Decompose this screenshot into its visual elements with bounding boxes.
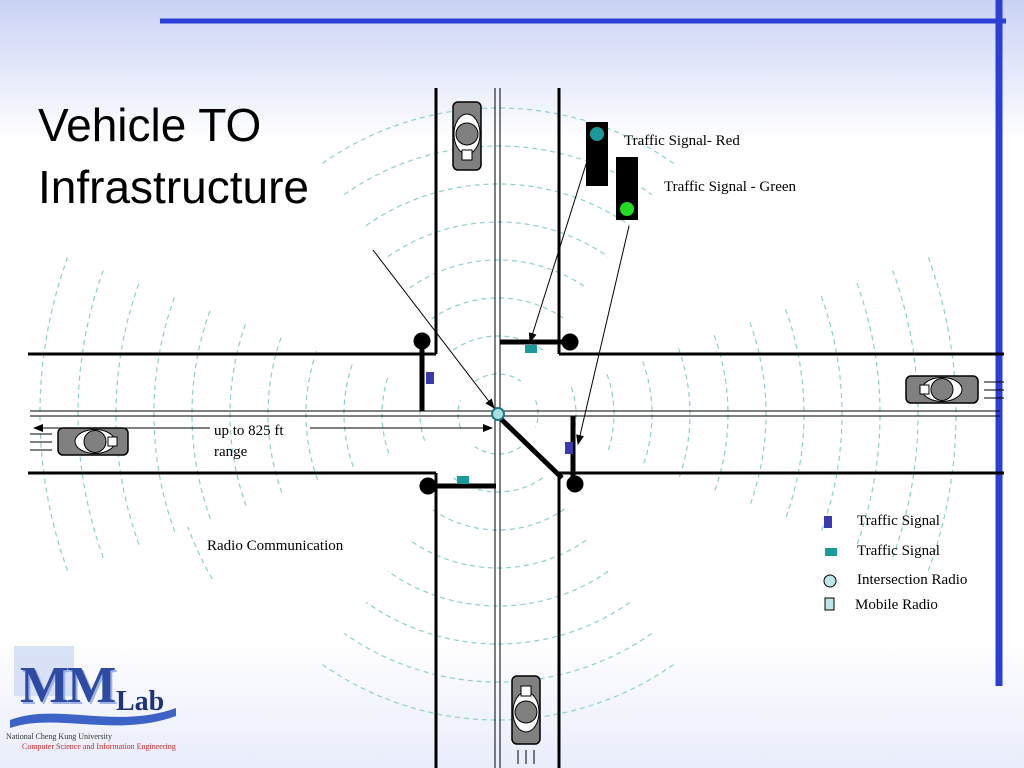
legend-label: Traffic Signal [857,513,940,529]
blue-square-icon [824,516,832,528]
logo-lab-text: Lab [116,686,165,717]
arrow-red-signal [528,157,589,343]
radio-wave-arc [191,309,212,519]
arrow-to-radio [372,249,495,409]
circle-icon [823,574,837,588]
radio-wave-arc [153,296,176,532]
radio-wave-arc [115,283,140,545]
radio-wave-arc [713,335,729,493]
radio-wave-arc [365,601,631,645]
radio-wave-arc [187,526,213,580]
traffic-signal-blue-marker [565,442,573,454]
logo-department: Computer Science and Information Enginee… [22,742,176,751]
radio-wave-arc [409,259,587,289]
radio-wave-arc [892,270,919,558]
traffic-light-red [586,122,608,186]
radio-wave-arc [365,183,631,227]
slide-title: Vehicle TO Infrastructure [38,99,309,213]
signal-poles [413,332,584,495]
radio-wave-arc [431,508,565,531]
car-east [905,375,1004,404]
radio-wave-arc [77,270,104,558]
radio-waves [39,107,957,721]
radio-wave-arc [820,296,843,532]
radio-wave-arc [343,633,653,683]
arrow-green-signal [576,225,630,445]
radio-wave-arc [381,374,390,454]
car-south [511,675,541,764]
radio-wave-arc [606,374,615,454]
radio-wave-arc [474,373,522,382]
teal-rectangle-icon [825,548,837,556]
radio-wave-arc [535,400,539,428]
mobile-radio-icon [520,685,532,697]
small-square-icon [824,597,835,611]
label-radio-communication: Radio Communication [207,538,344,554]
traffic-light-green [616,157,638,220]
radio-wave-arc [39,257,69,571]
radio-wave-arc [343,361,354,467]
radio-wave-arc [784,309,805,519]
radio-wave-arc [322,664,674,721]
radio-wave-arc [387,221,609,258]
radio-wave-arc [267,335,283,493]
traffic-signal-teal-marker [457,476,469,484]
roads [28,88,1004,768]
radio-wave-arc [642,361,653,467]
radio-wave-arc [343,145,653,195]
intersection-radio-icon [491,407,505,421]
traffic-signal-blue-marker [426,372,434,384]
radio-wave-arc [409,539,587,569]
radio-wave-arc [229,322,247,506]
radio-wave-arc [474,446,522,455]
radio-wave-arc [431,297,565,320]
radio-wave-arc [856,283,881,545]
signal-lamp-icon [620,202,634,216]
logo-mm-text: MM [20,657,116,714]
radio-wave-arc [305,348,319,480]
logo-university: National Cheng Kung University [6,732,112,741]
label-traffic-signal-red: Traffic Signal- Red [624,133,740,149]
legend-label: Traffic Signal [857,543,940,559]
legend-label: Mobile Radio [855,597,938,613]
signal-lamp-icon [590,127,604,141]
label-range: up to 825 ft range [214,423,284,460]
car-north [452,101,482,171]
label-traffic-signal-green: Traffic Signal - Green [664,179,797,195]
radio-wave-arc [749,322,767,506]
radio-wave-arc [452,335,544,351]
legend-label: Intersection Radio [857,572,968,588]
mobile-radio-icon [461,149,473,161]
mm-lab-logo: MM Lab National Cheng Kung University Co… [6,642,186,760]
radio-wave-arc [677,348,691,480]
radio-wave-arc [387,570,609,607]
traffic-signal-teal-marker [525,345,537,353]
mobile-radio-icon [107,436,118,447]
car-west [30,427,129,456]
radio-wave-arc [457,400,461,428]
mobile-radio-icon [919,384,930,395]
